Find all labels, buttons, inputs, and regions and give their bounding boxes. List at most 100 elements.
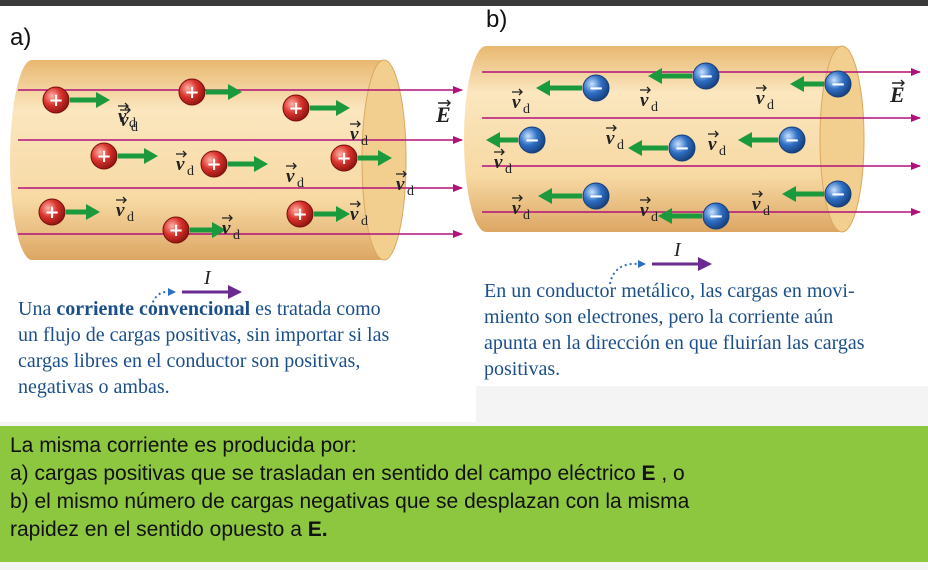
summary-field-symbol-2: E. [307, 518, 328, 541]
vector-arrow-over [176, 150, 187, 158]
drift-velocity-subscript: d [127, 210, 134, 225]
electric-field-label: E [889, 82, 905, 107]
caption-b-line-2: miento son electrones, pero la corriente… [484, 306, 834, 328]
electron [824, 70, 852, 98]
charge-sign: − [588, 78, 603, 99]
positive-charge [38, 198, 66, 226]
charge-sign: + [44, 202, 59, 223]
drift-velocity-symbol: v [176, 154, 185, 175]
positive-charge [330, 144, 358, 172]
charge-sign: + [48, 90, 63, 111]
caption-b-line-1: En un conductor metálico, las cargas en … [484, 280, 855, 302]
charge-sign: − [698, 66, 713, 87]
electron [824, 180, 852, 208]
summary-line-1: La misma corriente es producida por: [10, 434, 357, 457]
charge-sign: + [96, 146, 111, 167]
drift-velocity-symbol: v [512, 198, 521, 219]
top-bar [0, 0, 928, 6]
electric-field-label: E [435, 102, 451, 127]
vector-arrow-over [438, 99, 451, 107]
drift-velocity-subscript: d [617, 138, 624, 153]
drift-velocity-symbol: v [350, 124, 359, 145]
caption-b: En un conductor metálico, las cargas en … [484, 278, 924, 382]
drift-arrowhead [378, 150, 392, 166]
vector-arrow-over [350, 120, 361, 128]
drift-velocity-symbol: v [350, 204, 359, 225]
vector-arrow-over [752, 190, 763, 198]
electron [778, 126, 806, 154]
positive-charge [178, 78, 206, 106]
drift-arrowhead [628, 140, 642, 156]
caption-b-line-3: apunta en la dirección en que fluirían l… [484, 332, 865, 354]
caption-a-line-2: un flujo de cargas positivas, sin import… [18, 324, 390, 346]
panel-b-label: b) [486, 6, 508, 33]
charge-sign: − [830, 184, 845, 205]
drift-arrowhead [658, 208, 672, 224]
drift-velocity-subscript: d [187, 164, 194, 179]
vector-arrow-over [350, 200, 361, 208]
drift-velocity-subscript: d [719, 144, 726, 159]
electron [668, 134, 696, 162]
vector-arrow-over [222, 214, 233, 222]
drift-arrowhead [254, 156, 268, 172]
charge-sign: + [292, 204, 307, 225]
charge-sign: + [184, 82, 199, 103]
caption-b-line-4: positivas. [484, 358, 561, 380]
positive-charge [200, 150, 228, 178]
charge-sign: − [524, 130, 539, 151]
drift-velocity-subscript: d [361, 134, 368, 149]
vector-arrow-over [286, 162, 297, 170]
summary-line-2: a) cargas positivas que se trasladan en … [10, 462, 685, 485]
drift-velocity-symbol: v [640, 90, 649, 111]
drift-velocity-symbol: v [512, 92, 521, 113]
electron [692, 62, 720, 90]
electron [518, 126, 546, 154]
drift-arrowhead [648, 68, 662, 84]
caption-a-line-4: negativas o ambas. [18, 376, 170, 398]
charge-sign: − [784, 130, 799, 151]
vector-arrow-over [708, 130, 719, 138]
summary-line-3: b) el mismo número de cargas negativas q… [10, 490, 690, 513]
drift-velocity-symbol: v [116, 200, 125, 221]
panel-a-label: a) [10, 24, 32, 51]
vector-arrow-over [494, 148, 505, 156]
caption-a-bold: corriente convencional [56, 298, 251, 320]
drift-arrowhead [782, 186, 796, 202]
drift-velocity-subscript: d [523, 102, 530, 117]
drift-arrowhead [538, 188, 552, 204]
drift-velocity-subscript: d [767, 98, 774, 113]
charge-sign: − [588, 186, 603, 207]
drift-velocity-subscript: d [361, 214, 368, 229]
current-leader-dots [609, 262, 641, 285]
drift-arrowhead [228, 84, 242, 100]
current-label: I [673, 239, 682, 261]
caption-a: Una corriente convencional es tratada co… [18, 296, 458, 400]
drift-velocity-symbol: v [640, 200, 649, 221]
drift-velocity-subscript: d [763, 204, 770, 219]
charge-sign: + [288, 98, 303, 119]
drift-velocity-subscript: d [129, 116, 136, 131]
electron [582, 74, 610, 102]
drift-arrowhead [86, 204, 100, 220]
charge-sign: + [336, 148, 351, 169]
current-leader-head [638, 260, 646, 268]
drift-velocity-symbol: v [606, 128, 615, 149]
vector-arrow-over [756, 84, 767, 92]
drift-velocity-subscript: d [651, 100, 658, 115]
charge-sign: − [674, 138, 689, 159]
